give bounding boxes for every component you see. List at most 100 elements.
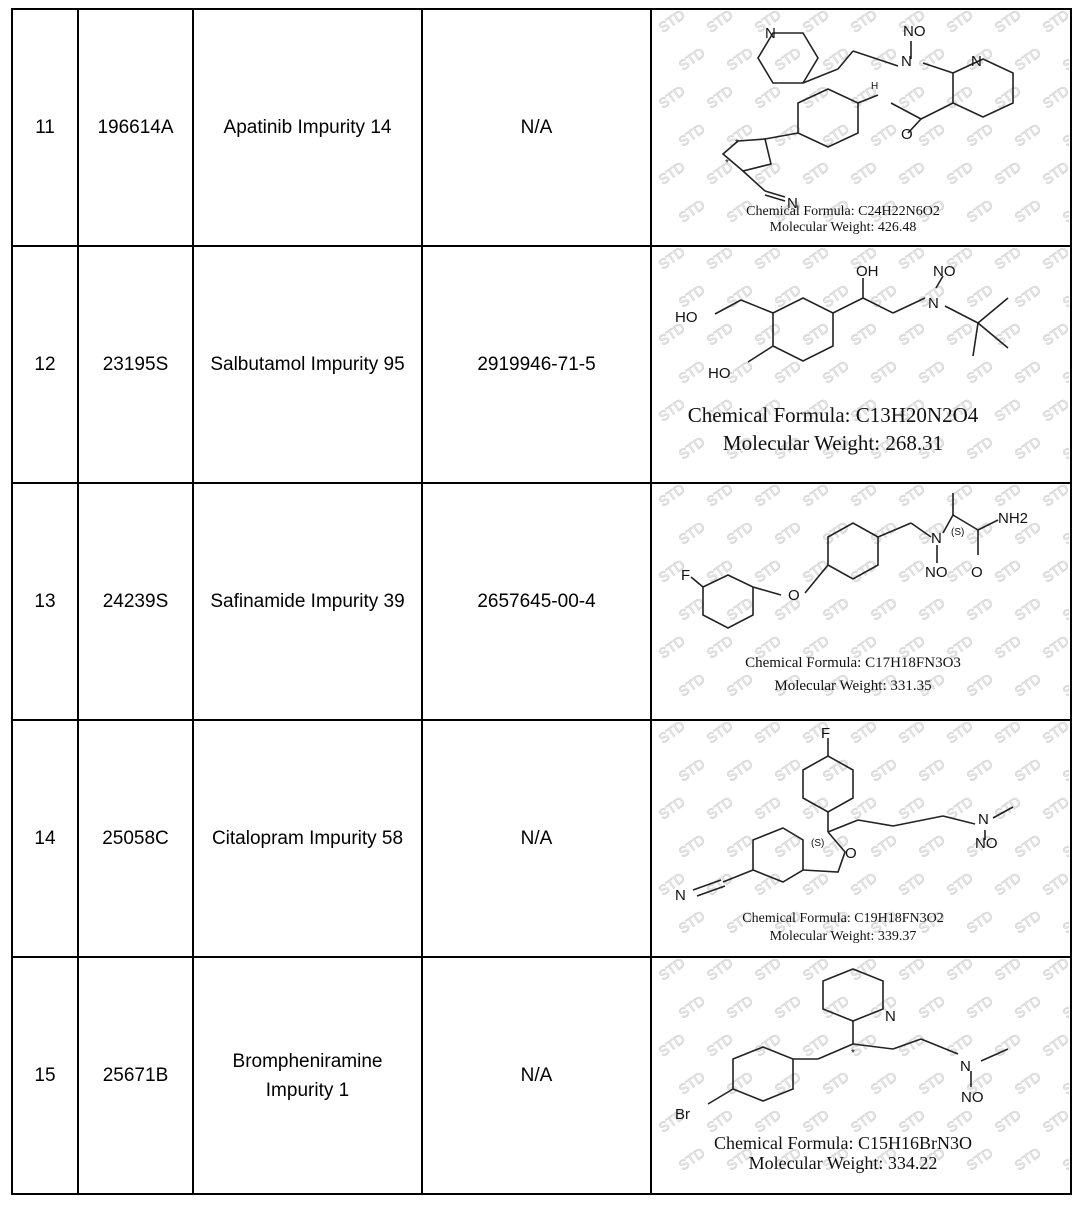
atom-label: (S): [951, 527, 964, 538]
watermark-text: STD: [1040, 793, 1069, 822]
svg-text:Molecular Weight: 334.22: Molecular Weight: 334.22: [749, 1153, 938, 1173]
watermark-text: STD: [772, 755, 804, 784]
watermark-text: STD: [896, 1106, 928, 1135]
watermark-text: STD: [964, 594, 996, 623]
watermark-text: STD: [676, 281, 708, 310]
watermark-text: STD: [1060, 44, 1069, 73]
watermark-text: STD: [724, 992, 756, 1021]
watermark-text: STD: [800, 11, 832, 35]
watermark-text: STD: [656, 793, 688, 822]
row-index: 15: [11, 956, 79, 1195]
watermark-text: STD: [868, 518, 900, 547]
watermark-text: STD: [752, 248, 784, 272]
watermark-text: STD: [704, 82, 736, 111]
watermark-text: STD: [916, 831, 948, 860]
atom-label: N: [901, 53, 912, 70]
cas-number: 2919946-71-5: [421, 245, 652, 484]
atom-label: *: [735, 138, 739, 149]
watermark-text: STD: [656, 485, 688, 509]
watermark-text: STD: [916, 120, 948, 149]
watermark-text: STD: [992, 1030, 1024, 1059]
mw-value: 331.35: [890, 678, 931, 694]
watermark-text: STD: [1012, 196, 1044, 225]
svg-text:Chemical Formula: C17H18FN3O3: Chemical Formula: C17H18FN3O3: [745, 655, 961, 671]
watermark-text: STD: [704, 11, 736, 35]
watermark-text: STD: [1040, 158, 1069, 187]
row-index: 13: [11, 482, 79, 721]
compound-name: Salbutamol Impurity 95: [192, 245, 423, 484]
watermark-text: STD: [916, 755, 948, 784]
watermark-text: STD: [868, 357, 900, 386]
watermark-text: STD: [1012, 120, 1044, 149]
atom-label: OH: [856, 263, 879, 280]
atom-label: NO: [903, 23, 926, 40]
watermark-text: STD: [676, 755, 708, 784]
watermark-text: STD: [964, 357, 996, 386]
watermark-text: STD: [848, 319, 880, 348]
watermark-text: STD: [1012, 1068, 1044, 1097]
watermark-text: STD: [944, 158, 976, 187]
compound-name: Apatinib Impurity 14: [192, 8, 423, 247]
row-index: 14: [11, 719, 79, 958]
cas-number: N/A: [421, 719, 652, 958]
watermark-text: STD: [704, 319, 736, 348]
watermark-text: STD: [704, 158, 736, 187]
watermark-text: STD: [916, 992, 948, 1021]
watermark-text: STD: [676, 518, 708, 547]
atom-label: *: [851, 1048, 855, 1059]
watermark-text: STD: [1060, 120, 1069, 149]
watermark-text: STD: [964, 992, 996, 1021]
watermark-text: STD: [1060, 907, 1069, 936]
watermark-text: STD: [868, 594, 900, 623]
watermark-text: STD: [848, 556, 880, 585]
watermark-text: STD: [868, 120, 900, 149]
mw-value: 268.31: [885, 431, 943, 455]
watermark-text: STD: [704, 632, 736, 661]
row-index: 12: [11, 245, 79, 484]
watermark-text: STD: [676, 120, 708, 149]
formula-label: Chemical Formula:: [688, 403, 851, 427]
watermark-text: STD: [820, 594, 852, 623]
watermark-text: STD: [752, 959, 784, 983]
watermark-text: STD: [1012, 357, 1044, 386]
watermark-text: STD: [1012, 670, 1044, 699]
watermark-text: STD: [896, 82, 928, 111]
watermark-text: STD: [868, 281, 900, 310]
svg-text:Molecular Weight: 268.31: Molecular Weight: 268.31: [723, 431, 943, 455]
watermark-text: STD: [656, 395, 688, 424]
watermark-text: STD: [1012, 831, 1044, 860]
watermark-text: STD: [752, 793, 784, 822]
formula-label: Chemical Formula:: [742, 911, 850, 926]
watermark-text: STD: [944, 722, 976, 746]
compound-name: Safinamide Impurity 39: [192, 482, 423, 721]
watermark-text: STD: [992, 248, 1024, 272]
watermark-text: STD: [656, 632, 688, 661]
mw-label: Molecular Weight:: [774, 678, 886, 694]
watermark-text: STD: [1040, 1030, 1069, 1059]
watermark-text: STD: [1060, 755, 1069, 784]
watermark-text: STD: [1060, 1068, 1069, 1097]
watermark-text: STD: [752, 319, 784, 348]
watermark-text: STD: [944, 1030, 976, 1059]
watermark-text: STD: [992, 556, 1024, 585]
watermark-text: STD: [944, 319, 976, 348]
watermark-text: STD: [656, 82, 688, 111]
svg-text:Molecular Weight: 426.48: Molecular Weight: 426.48: [770, 220, 917, 235]
watermark-text: STD: [1012, 281, 1044, 310]
watermark-text: STD: [1060, 992, 1069, 1021]
atom-label: NO: [933, 263, 956, 280]
watermark-text: STD: [896, 556, 928, 585]
watermark-text: STD: [704, 959, 736, 983]
watermark-text: STD: [724, 1068, 756, 1097]
svg-text:Chemical Formula: C15H16BrN3O: Chemical Formula: C15H16BrN3O: [714, 1133, 972, 1153]
watermark-text: STD: [1012, 1144, 1044, 1173]
atom-label: N: [885, 1008, 896, 1025]
watermark-text: STD: [820, 357, 852, 386]
svg-text:Chemical Formula: C13H20N2O4: Chemical Formula: C13H20N2O4: [688, 403, 979, 427]
atom-label: N: [978, 811, 989, 828]
atom-label: O: [788, 587, 800, 604]
watermark-text: STD: [992, 1106, 1024, 1135]
mw-label: Molecular Weight:: [749, 1153, 884, 1173]
watermark-text: STD: [800, 869, 832, 898]
watermark-text: STD: [772, 992, 804, 1021]
